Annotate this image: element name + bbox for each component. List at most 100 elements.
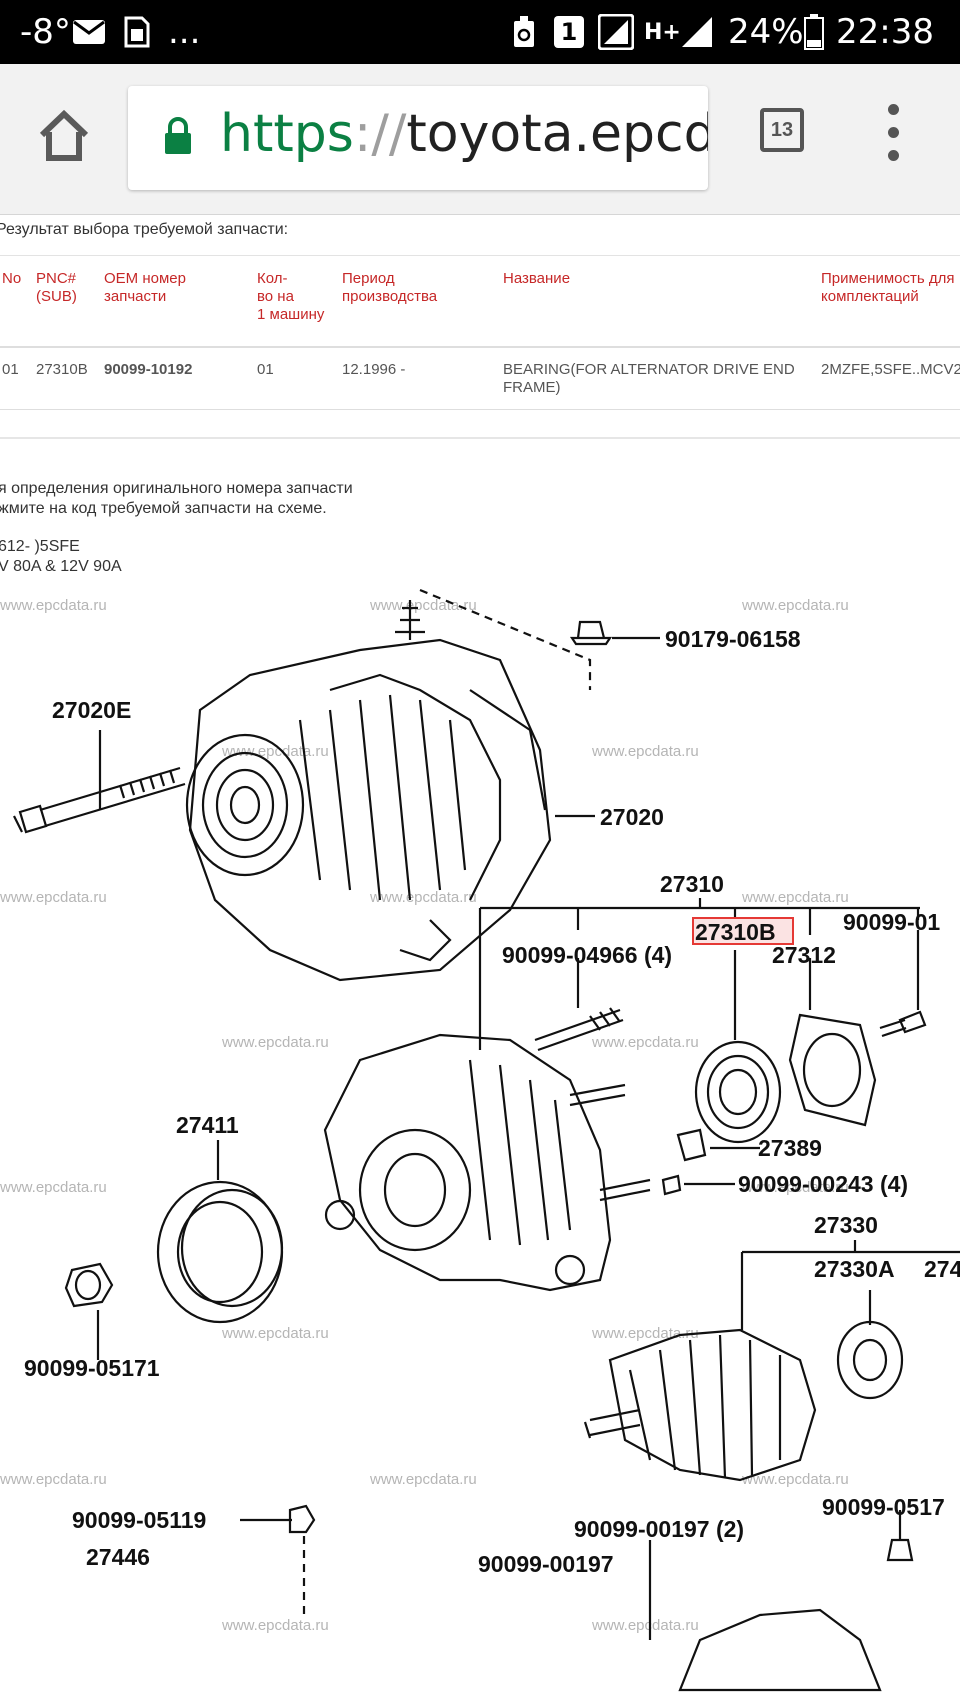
signal-2-icon xyxy=(680,0,714,64)
cell-applicability: 2MZFE,5SFE..MCV2 xyxy=(821,361,960,378)
signal-1-icon xyxy=(598,0,634,64)
watermark: www.epcdata.ru xyxy=(0,889,107,906)
part-label-90099-00197-b[interactable]: 90099-00197 xyxy=(478,1551,614,1577)
watermark: www.epcdata.ru xyxy=(741,1471,849,1488)
part-label-27330a[interactable]: 27330A xyxy=(814,1256,895,1282)
lock-icon xyxy=(165,117,191,154)
url-text[interactable]: https://toyota.epcdata.ru xyxy=(220,104,708,164)
browser-menu-button[interactable] xyxy=(884,104,904,164)
cell-pnc: 27310B xyxy=(36,361,88,378)
part-label-90179-06158[interactable]: 90179-06158 xyxy=(665,626,801,652)
watermark: www.epcdata.ru xyxy=(591,1325,699,1342)
header-no: No xyxy=(2,270,22,287)
temperature-text: -8° xyxy=(20,12,71,52)
part-label-27020[interactable]: 27020 xyxy=(600,804,664,830)
part-label-90099-0517[interactable]: 90099-0517 xyxy=(822,1494,945,1520)
part-label-27312[interactable]: 27312 xyxy=(772,942,836,968)
watermark: www.epcdata.ru xyxy=(369,597,477,614)
url-host: toyota.epcdata.ru xyxy=(406,104,708,164)
sim-number-text: 1 xyxy=(560,18,578,46)
part-label-27446[interactable]: 27446 xyxy=(86,1544,150,1570)
watermark: www.epcdata.ru xyxy=(369,889,477,906)
rotor-drawing xyxy=(583,1328,817,1482)
header-pnc: PNC#(SUB) xyxy=(36,270,77,305)
url-separator: :// xyxy=(353,104,407,164)
watermark: www.epcdata.ru xyxy=(221,1617,329,1634)
watermark: www.epcdata.ru xyxy=(0,1179,107,1196)
browser-toolbar: https://toyota.epcdata.ru 13 xyxy=(0,64,960,215)
part-label-90099-05171[interactable]: 90099-05171 xyxy=(24,1355,160,1381)
watermark: www.epcdata.ru xyxy=(221,1325,329,1342)
network-type-text: H+ xyxy=(644,19,681,45)
recycle-icon xyxy=(512,0,536,64)
watermark: www.epcdata.ru xyxy=(221,1034,329,1051)
menu-dot-icon xyxy=(888,104,899,115)
model-line-1: 612- )5SFE xyxy=(0,538,80,555)
network-type-icon: H+ xyxy=(644,0,681,64)
part-label-90099-04966[interactable]: 90099-04966 (4) xyxy=(502,942,672,968)
more-notifications-text: ... xyxy=(168,12,201,52)
watermark: www.epcdata.ru xyxy=(741,1179,849,1196)
bolt-27020e-drawing xyxy=(13,766,186,834)
part-label-90099-00243[interactable]: 90099-00243 (4) xyxy=(738,1171,908,1197)
table-row[interactable]: 01 27310B 90099-10192 01 12.1996 - BEARI… xyxy=(0,347,960,410)
watermark: www.epcdata.ru xyxy=(0,597,107,614)
clock: 22:38 xyxy=(836,0,934,64)
url-bar[interactable]: https://toyota.epcdata.ru xyxy=(128,86,708,190)
cell-oem-link[interactable]: 90099-10192 xyxy=(104,361,193,378)
tab-switcher-button[interactable]: 13 xyxy=(760,108,804,152)
url-scheme: https xyxy=(220,104,354,164)
part-label-90099-01[interactable]: 90099-01 xyxy=(843,909,940,935)
watermark: www.epcdata.ru xyxy=(741,597,849,614)
part-label-27389[interactable]: 27389 xyxy=(758,1135,822,1161)
home-icon xyxy=(39,109,89,161)
cell-period: 12.1996 - xyxy=(342,361,406,378)
result-title: Результат выбора требуемой запчасти: xyxy=(0,221,289,238)
page-content: Результат выбора требуемой запчасти: No … xyxy=(0,215,960,1707)
part-label-274[interactable]: 274 xyxy=(924,1256,960,1282)
battery-percent-text: 24% xyxy=(728,12,804,52)
parts-diagram[interactable]: www.epcdata.ru www.epcdata.ru www.epcdat… xyxy=(0,580,960,1707)
watermark: www.epcdata.ru xyxy=(741,889,849,906)
clock-text: 22:38 xyxy=(836,12,934,52)
watermark: www.epcdata.ru xyxy=(0,1471,107,1488)
part-label-90099-00197[interactable]: 90099-00197 (2) xyxy=(574,1516,744,1542)
part-label-27411[interactable]: 27411 xyxy=(176,1112,239,1138)
menu-dot-icon xyxy=(888,127,899,138)
battery-icon xyxy=(804,0,824,64)
part-label-27330[interactable]: 27330 xyxy=(814,1212,878,1238)
menu-dot-icon xyxy=(888,150,899,161)
part-label-27020e[interactable]: 27020E xyxy=(52,697,131,723)
watermark: www.epcdata.ru xyxy=(591,1617,699,1634)
alternator-housing-drawing xyxy=(323,1033,651,1292)
watermark: www.epcdata.ru xyxy=(221,743,329,760)
more-notifications: ... xyxy=(168,0,200,64)
part-label-90099-05119[interactable]: 90099-05119 xyxy=(72,1507,206,1533)
cell-no: 01 xyxy=(2,361,19,378)
status-bar: -8° ... 1 H+ 24% 22:38 xyxy=(0,0,960,64)
alternator-assembly-drawing xyxy=(185,588,592,982)
sim-card-icon xyxy=(124,0,150,64)
instruction-line-1: я определения оригинального номера запча… xyxy=(0,480,353,497)
cell-qty: 01 xyxy=(257,361,274,378)
sim-1-icon: 1 xyxy=(554,0,584,64)
kit-bracket-27310 xyxy=(478,898,920,1050)
mail-icon xyxy=(72,0,106,64)
bolt-90179-drawing xyxy=(569,620,660,646)
model-line-2: V 80A & 12V 90A xyxy=(0,558,122,575)
temperature-indicator: -8° xyxy=(20,0,71,64)
watermark: www.epcdata.ru xyxy=(591,743,699,760)
watermark: www.epcdata.ru xyxy=(591,1034,699,1051)
part-label-27310b-highlighted[interactable]: 27310B xyxy=(695,919,776,945)
watermark: www.epcdata.ru xyxy=(369,1471,477,1488)
part-label-27310[interactable]: 27310 xyxy=(660,871,724,897)
battery-percent: 24% xyxy=(728,0,804,64)
section-divider xyxy=(0,437,960,439)
home-button[interactable] xyxy=(36,108,92,164)
tab-count: 13 xyxy=(770,118,794,141)
